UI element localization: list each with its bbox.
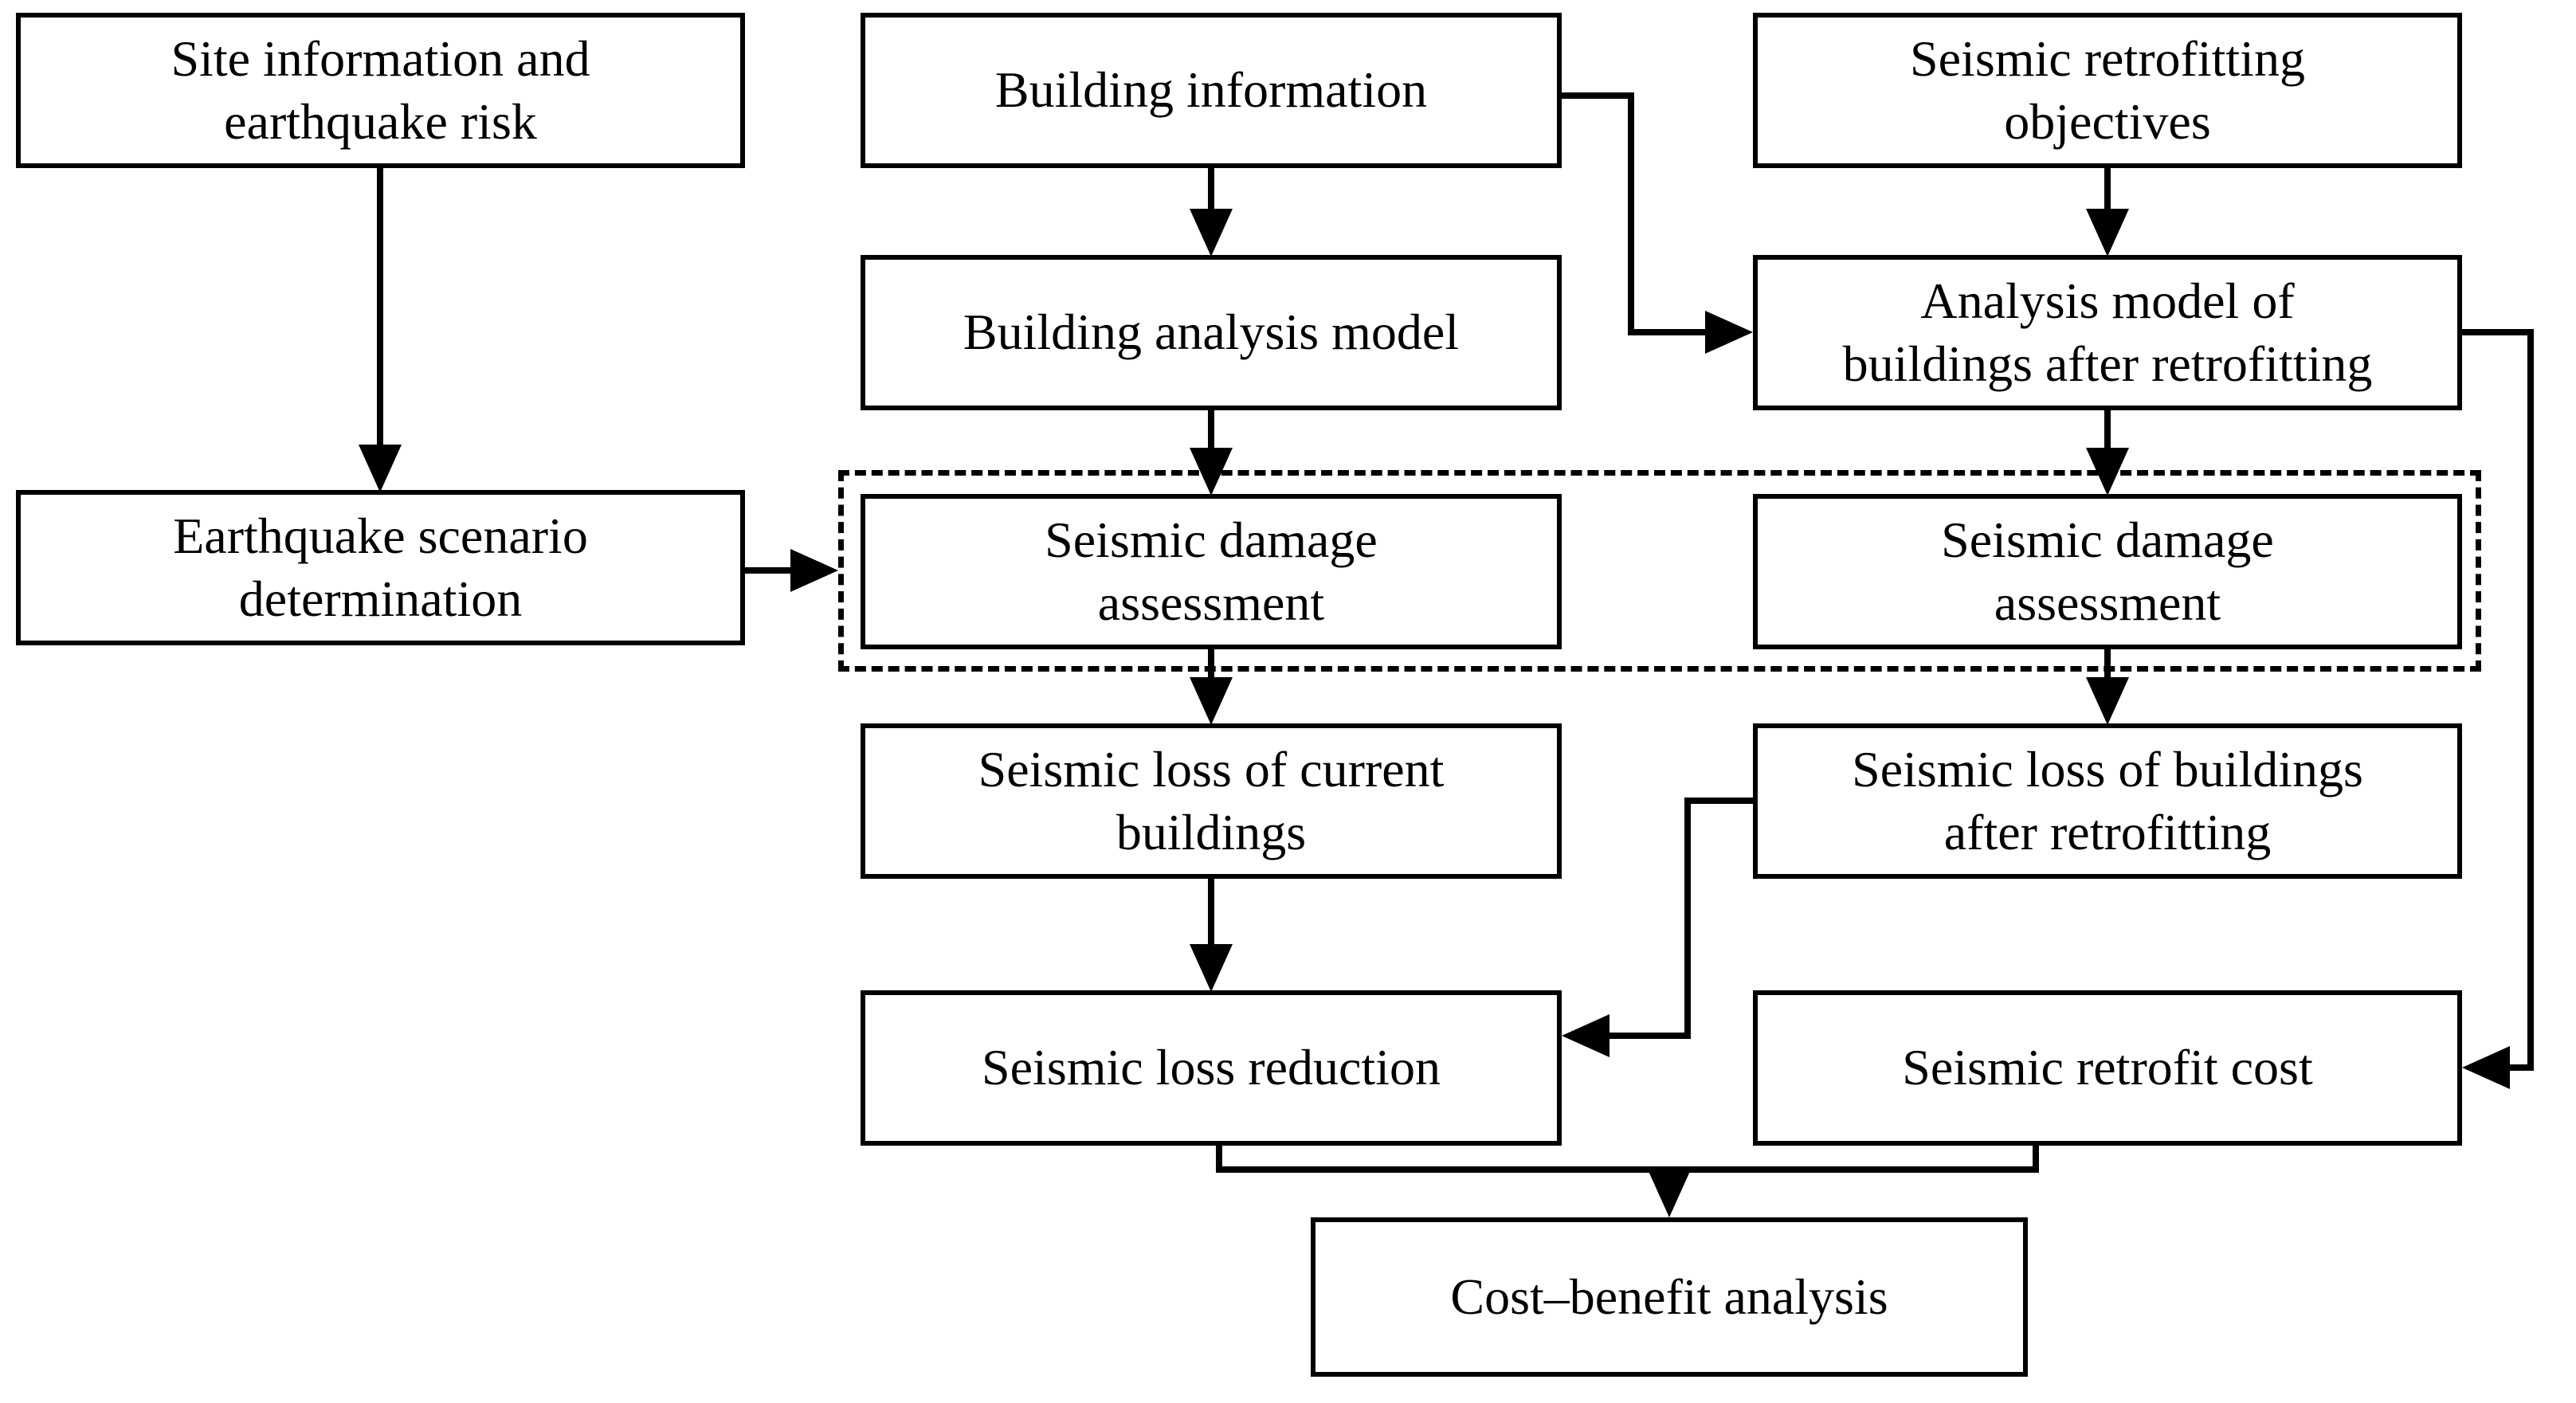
node-earthquake-scenario-determination[interactable]: Earthquake scenario determination bbox=[16, 490, 745, 645]
node-site-information-and-earthquake-risk[interactable]: Site information and earthquake risk bbox=[16, 13, 745, 168]
node-seismic-loss-of-current-buildings[interactable]: Seismic loss of current buildings bbox=[861, 723, 1562, 879]
node-seismic-loss-of-buildings-after-retrofitting[interactable]: Seismic loss of buildings after retrofit… bbox=[1753, 723, 2462, 879]
edge-merge-to-cost-benefit bbox=[1216, 1146, 2039, 1217]
edge-building-info-to-retrofit-model bbox=[1562, 92, 1753, 354]
edge-building-info-to-building-model bbox=[1190, 168, 1233, 257]
edge-loss-current-to-loss-reduction bbox=[1190, 879, 1233, 992]
node-seismic-retrofit-cost[interactable]: Seismic retrofit cost bbox=[1753, 990, 2462, 1146]
node-building-information[interactable]: Building information bbox=[861, 13, 1562, 168]
node-cost-benefit-analysis[interactable]: Cost–benefit analysis bbox=[1311, 1217, 2028, 1377]
node-analysis-model-of-buildings-after-retrofitting[interactable]: Analysis model of buildings after retrof… bbox=[1753, 255, 2462, 410]
node-seismic-retrofitting-objectives[interactable]: Seismic retrofitting objectives bbox=[1753, 13, 2462, 168]
edge-retrofit-model-to-retrofit-cost bbox=[2462, 329, 2534, 1089]
node-seismic-damage-assessment-retrofitted[interactable]: Seismic damage assessment bbox=[1753, 494, 2462, 649]
node-building-analysis-model[interactable]: Building analysis model bbox=[861, 255, 1562, 410]
edge-objectives-to-retrofit-model bbox=[2086, 168, 2129, 257]
edge-earthquake-scenario-to-damage-current bbox=[745, 549, 838, 592]
node-seismic-loss-reduction[interactable]: Seismic loss reduction bbox=[861, 990, 1562, 1146]
edge-site-info-to-earthquake-scenario bbox=[359, 168, 402, 492]
edge-loss-retrofit-to-loss-reduction bbox=[1562, 798, 1753, 1057]
node-seismic-damage-assessment-current[interactable]: Seismic damage assessment bbox=[861, 494, 1562, 649]
